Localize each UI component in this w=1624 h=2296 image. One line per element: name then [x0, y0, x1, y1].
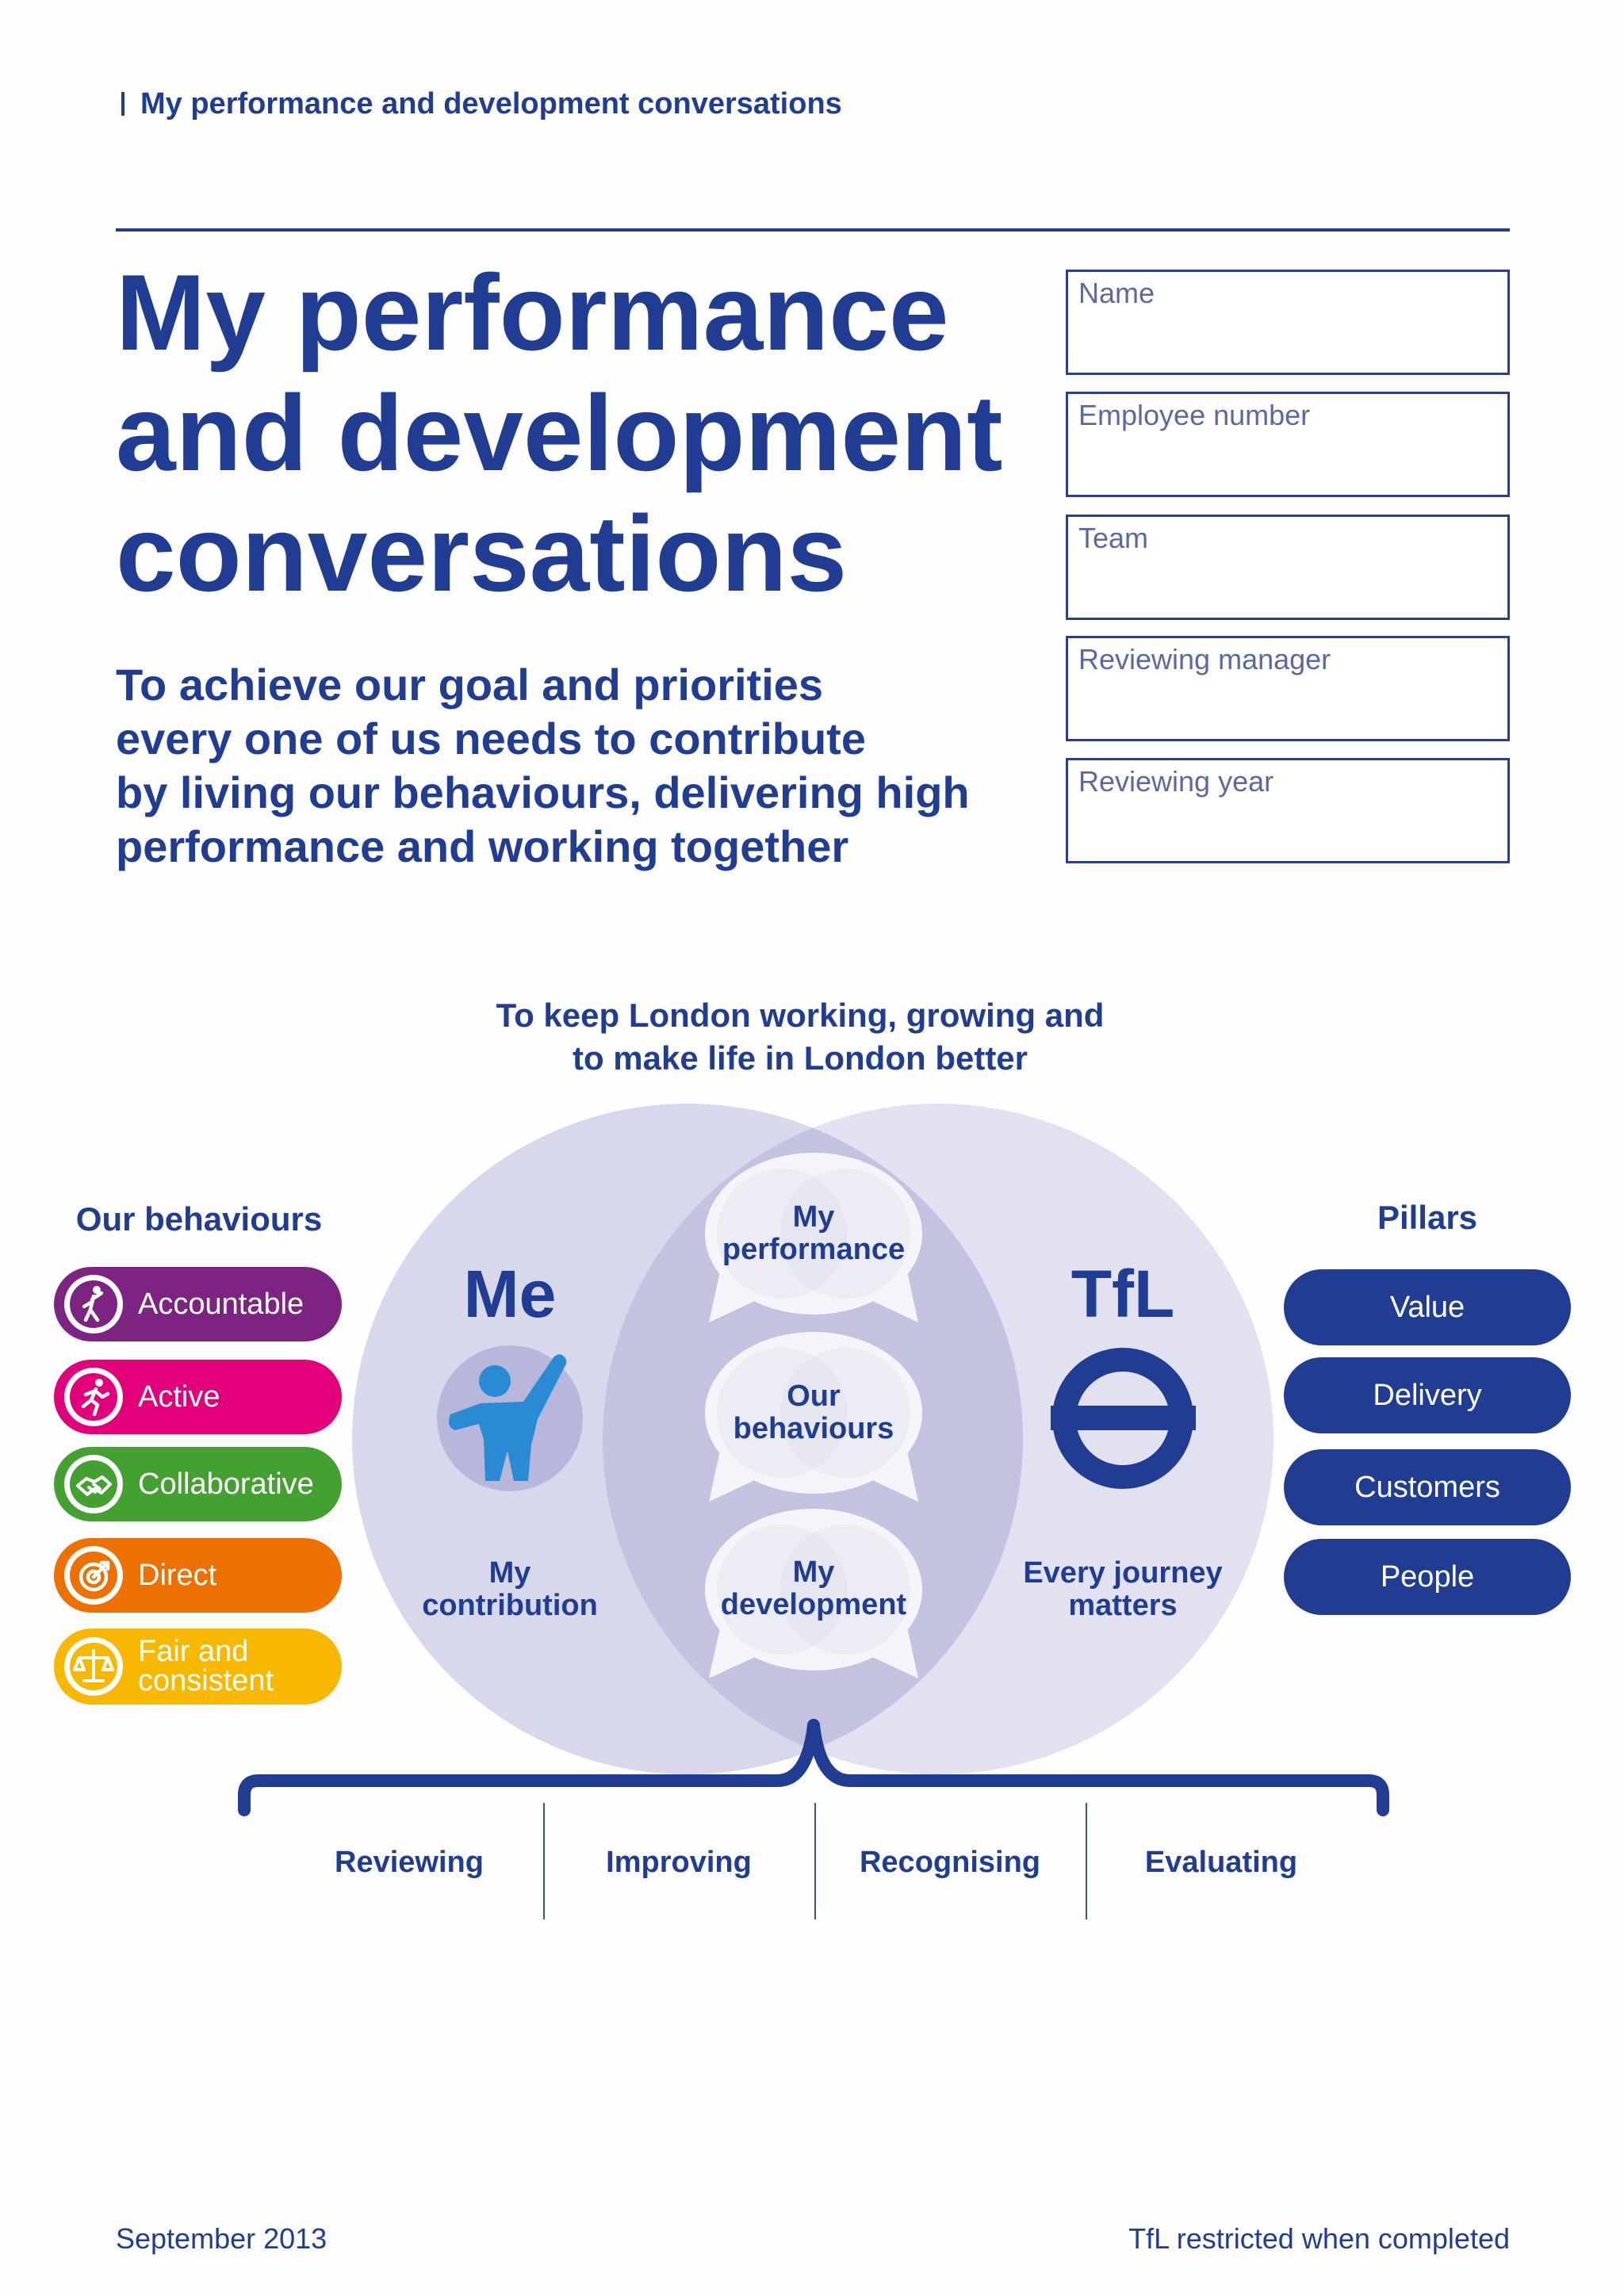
field-label: Name — [1078, 277, 1155, 309]
name-field[interactable]: Name — [1066, 270, 1510, 375]
behaviour-label: Active — [138, 1380, 220, 1414]
collaborative-icon — [64, 1455, 123, 1513]
employee-number-field[interactable]: Employee number — [1066, 392, 1510, 497]
direct-icon — [64, 1546, 123, 1605]
purpose-statement: To keep London working, growing and to m… — [404, 994, 1197, 1080]
caption-line: Every journey — [1023, 1556, 1223, 1590]
tfl-title: TfL — [1071, 1257, 1175, 1331]
behaviour-direct: Direct — [54, 1538, 342, 1613]
purpose-line: to make life in London better — [572, 1039, 1028, 1077]
bubble-line: behaviours — [733, 1412, 894, 1445]
employee-number-input[interactable] — [1078, 432, 1497, 488]
bubble-my-performance — [705, 1153, 922, 1322]
accountable-icon — [64, 1275, 123, 1334]
me-title: Me — [463, 1257, 557, 1331]
caption-line: My — [488, 1556, 531, 1590]
reviewing-manager-field[interactable]: Reviewing manager — [1066, 636, 1510, 741]
behaviour-label-line: Fair and — [138, 1635, 249, 1668]
behaviours-heading: Our behaviours — [75, 1200, 323, 1238]
behaviour-label: Direct — [138, 1559, 217, 1592]
bubble-our-behaviours — [705, 1332, 922, 1502]
active-icon — [64, 1368, 123, 1426]
field-label: Team — [1078, 522, 1149, 554]
brace — [238, 1719, 1389, 1816]
reviewing-manager-input[interactable] — [1078, 676, 1497, 732]
purpose-line: To keep London working, growing and — [496, 997, 1105, 1034]
field-label: Reviewing manager — [1078, 643, 1331, 675]
bubble-line: Our — [787, 1380, 841, 1413]
bubble-line: development — [720, 1588, 907, 1621]
stage-recognising: Recognising — [859, 1846, 1041, 1879]
reviewing-year-field[interactable]: Reviewing year — [1066, 758, 1510, 863]
bubble-label-behaviours: Our behaviours — [695, 1380, 933, 1445]
field-label: Employee number — [1078, 399, 1311, 431]
title-line: and development — [116, 373, 1003, 493]
pillar-value: Value — [1284, 1269, 1571, 1345]
intro-line: performance and working together — [116, 821, 849, 871]
behaviour-label: Accountable — [138, 1288, 304, 1321]
behaviour-label: Fair and consistent — [138, 1635, 274, 1697]
behaviour-label-line: consistent — [138, 1664, 274, 1697]
header-rule — [116, 228, 1510, 232]
header-bar — [121, 92, 124, 116]
behaviour-collaborative: Collaborative — [54, 1447, 342, 1521]
bubble-label-development: My development — [695, 1556, 933, 1621]
intro-statement: To achieve our goal and priorities every… — [116, 658, 1059, 874]
fair-scales-icon — [64, 1637, 123, 1696]
bubble-line: My — [792, 1556, 835, 1589]
intro-line: every one of us needs to contribute — [116, 714, 866, 763]
pillar-people: People — [1284, 1539, 1571, 1615]
footer-date: September 2013 — [116, 2222, 327, 2255]
footer-classification: TfL restricted when completed — [1128, 2222, 1510, 2255]
team-field[interactable]: Team — [1066, 515, 1510, 620]
pillar-customers: Customers — [1284, 1449, 1571, 1525]
behaviour-label: Collaborative — [138, 1468, 314, 1501]
bubble-line: My — [792, 1200, 835, 1234]
name-input[interactable] — [1078, 310, 1497, 365]
stage-reviewing: Reviewing — [335, 1846, 484, 1879]
caption-line: contribution — [422, 1589, 598, 1622]
person-raised-arm-icon — [437, 1345, 583, 1491]
me-caption: My contribution — [351, 1557, 668, 1622]
running-title: My performance and development conversat… — [140, 86, 842, 121]
pillars-heading: Pillars — [1377, 1199, 1478, 1236]
bubble-line: performance — [722, 1233, 906, 1266]
page-title: My performance and development conversat… — [116, 252, 1059, 614]
pillar-delivery: Delivery — [1284, 1357, 1571, 1433]
caption-line: matters — [1068, 1589, 1178, 1622]
tfl-roundel-icon — [1051, 1348, 1196, 1489]
bubble-my-development — [705, 1509, 922, 1678]
intro-line: To achieve our goal and priorities — [116, 660, 824, 710]
running-header: My performance and development conversat… — [121, 86, 842, 122]
reviewing-year-input[interactable] — [1078, 798, 1497, 854]
behaviour-fair-and-consistent: Fair and consistent — [54, 1628, 342, 1705]
team-input[interactable] — [1078, 555, 1497, 610]
tfl-caption: Every journey matters — [964, 1557, 1281, 1622]
bubble-label-performance: My performance — [695, 1201, 933, 1266]
title-line: conversations — [116, 493, 848, 614]
title-line: My performance — [116, 252, 949, 373]
stage-improving: Improving — [606, 1846, 752, 1879]
stage-evaluating: Evaluating — [1144, 1846, 1298, 1879]
behaviour-accountable: Accountable — [54, 1267, 342, 1341]
behaviour-active: Active — [54, 1360, 342, 1434]
field-label: Reviewing year — [1078, 765, 1274, 798]
intro-line: by living our behaviours, delivering hig… — [116, 767, 970, 817]
